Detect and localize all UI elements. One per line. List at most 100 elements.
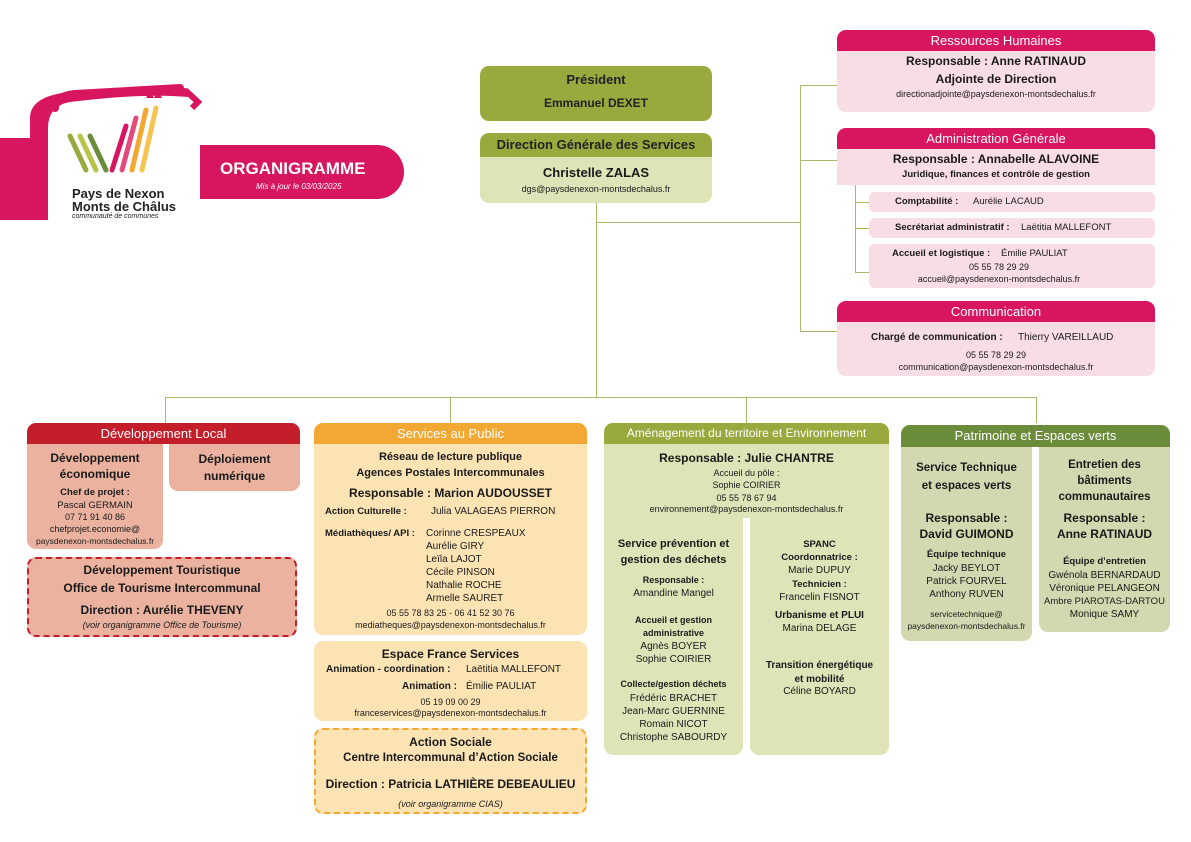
patri-header: Patrimoine et Espaces verts — [901, 425, 1170, 447]
president-box: Président Emmanuel DEXET — [480, 66, 712, 121]
as-line2: Centre Intercommunal d’Action Sociale — [343, 752, 558, 764]
dev-eco-role: Chef de projet : — [60, 487, 130, 498]
amenag-responsable: Responsable : Julie CHANTRE — [659, 451, 834, 465]
spanc-box: SPANC Coordonnatrice : Marie DUPUY Techn… — [750, 518, 889, 755]
patri-st-title-line2: et espaces verts — [921, 480, 1012, 492]
admin-secr-label: Secrétariat administratif : — [895, 222, 1010, 233]
dev-eco-box: Développement économique Chef de projet … — [27, 444, 163, 549]
as-box: Action Sociale Centre Intercommunal d’Ac… — [314, 728, 587, 814]
dgs-name: Christelle ZALAS — [542, 165, 650, 180]
amenag-email: environnement@paysdenexon-montsdechalus.… — [649, 504, 844, 514]
patri-st-resp: Responsable : David GUIMOND — [901, 510, 1032, 542]
transition-title: Transition énergétique et mobilité — [750, 659, 889, 687]
patri-st-resp-label: Responsable : — [925, 511, 1008, 525]
rh-box: Ressources Humaines Responsable : Anne R… — [837, 30, 1155, 112]
admin-accueil-phone: 05 55 78 29 29 — [968, 262, 1030, 272]
connector — [800, 160, 838, 161]
patri-st-email-line1: servicetechnique@ — [930, 609, 1003, 619]
transition-line2: et mobilité — [794, 674, 845, 685]
efs-phone: 05 19 09 00 29 — [420, 697, 481, 707]
dechets-title: Service prévention et gestion des déchet… — [604, 536, 743, 568]
public-ac-label: Action Culturelle : — [325, 506, 407, 517]
comm-name: Thierry VAREILLAUD — [1018, 332, 1114, 343]
dechets-acc-line2: administrative — [642, 628, 705, 638]
list-item: Corinne CRESPEAUX — [426, 528, 526, 539]
connector — [596, 202, 597, 398]
dev-eco-email2: paysdenexon-montsdechalus.fr — [35, 536, 155, 546]
dev-num-title-line1: Déploiement — [198, 452, 271, 466]
patri-st-box: Service Technique et espaces verts Respo… — [901, 447, 1032, 641]
list-item: Monique SAMY — [1069, 609, 1140, 620]
patri-st-email-line2: paysdenexon-montsdechalus.fr — [907, 621, 1026, 631]
connector — [800, 331, 838, 332]
president-name: Emmanuel DEXET — [543, 96, 649, 110]
list-item: Ambre PIAROTAS-DARTOU — [1044, 596, 1165, 607]
dev-num-title-line2: numérique — [203, 469, 266, 483]
dev-eco-phone: 07 71 91 40 86 — [64, 512, 126, 522]
list-item: Aurélie GIRY — [426, 541, 485, 552]
transition-line1: Transition énergétique — [765, 660, 874, 671]
dechets-title-line1: Service prévention et — [617, 538, 730, 550]
dev-tour-note: (voir organigramme Office de Tourisme) — [82, 620, 242, 630]
patri-st-title-line1: Service Technique — [916, 462, 1017, 474]
dev-eco-title: Développement économique — [27, 450, 163, 482]
public-med-label: Médiathèques/ API : — [325, 528, 415, 539]
amenag-accueil-label: Accueil du pôle : — [713, 468, 780, 478]
dgs-email: dgs@paysdenexon-montsdechalus.fr — [521, 184, 671, 194]
dechets-coll-title: Collecte/gestion déchets — [620, 679, 727, 689]
dev-eco-email1: chefprojet.economie@ — [49, 524, 141, 534]
list-item: Armelle SAURET — [426, 593, 504, 604]
admin-responsable: Responsable : Annabelle ALAVOINE — [892, 152, 1100, 166]
patri-eb-box: Entretien des bâtiments communautaires R… — [1039, 447, 1170, 632]
patri-eb-list: Gwénola BERNARDAUD Véronique PELANGEON A… — [1039, 569, 1170, 621]
admin-accueil-box: Accueil et logistique : Émilie PAULIAT 0… — [869, 244, 1155, 288]
amenag-box: Aménagement du territoire et Environneme… — [604, 423, 889, 518]
efs-anim-name: Émilie PAULIAT — [466, 681, 537, 692]
patri-eb-title-line2: bâtiments — [1077, 475, 1132, 487]
dev-tour-line2: Office de Tourisme Intercommunal — [63, 581, 261, 595]
list-item: Romain NICOT — [639, 719, 708, 730]
transition-name: Céline BOYARD — [783, 686, 856, 697]
admin-title: Administration Générale — [837, 128, 1155, 149]
public-responsable: Responsable : Marion AUDOUSSET — [349, 486, 552, 500]
patri-eb-team: Équipe d’entretien — [1063, 556, 1146, 567]
spanc-coord-label: Coordonnatrice : — [781, 552, 858, 563]
logo: Pays de Nexon Monts de Châlus communauté… — [0, 78, 215, 228]
spanc-tech-label: Technicien : — [792, 579, 847, 590]
dechets-resp-label: Responsable : — [642, 575, 705, 585]
efs-coord-name: Laëtitia MALLEFONT — [466, 664, 562, 675]
dev-num-box: Déploiement numérique — [169, 444, 300, 491]
admin-compta-name: Aurélie LACAUD — [973, 196, 1044, 207]
efs-box: Espace France Services Animation - coord… — [314, 641, 587, 721]
comm-email: communication@paysdenexon-montsdechalus.… — [898, 362, 1094, 372]
dechets-acc-title: Accueil et gestion administrative — [604, 614, 743, 640]
spanc-coord-name: Marie DUPUY — [788, 565, 851, 576]
dechets-acc-line1: Accueil et gestion — [634, 615, 713, 625]
list-item: Patrick FOURVEL — [926, 576, 1007, 587]
dev-tour-line1: Développement Touristique — [83, 563, 241, 577]
list-item: Agnès BOYER — [640, 641, 707, 652]
logo-name-line1: Pays de Nexon — [72, 186, 165, 201]
admin-box: Administration Générale Responsable : An… — [837, 128, 1155, 185]
patri-st-team: Équipe technique — [926, 549, 1007, 560]
dev-header: Développement Local — [27, 423, 300, 444]
list-item: Gwénola BERNARDAUD — [1048, 570, 1161, 581]
list-item: Sophie COIRIER — [635, 654, 712, 665]
list-item: Nathalie ROCHE — [426, 580, 502, 591]
dechets-resp-name: Amandine Mangel — [633, 588, 714, 599]
logo-mark-icon — [0, 84, 203, 220]
logo-name-line2: Monts de Châlus — [72, 199, 177, 214]
comm-phone: 05 55 78 29 29 — [965, 350, 1027, 360]
connector — [746, 397, 747, 423]
rh-email: directionadjointe@paysdenexon-montsdecha… — [896, 89, 1096, 99]
admin-accueil-email: accueil@paysdenexon-montsdechalus.fr — [917, 274, 1081, 284]
list-item: Frédéric BRACHET — [629, 693, 718, 704]
public-ac-name: Julia VALAGEAS PIERRON — [431, 506, 556, 517]
patri-st-resp-name: David GUIMOND — [919, 527, 1014, 541]
admin-secr-name: Laëtitia MALLEFONT — [1021, 222, 1112, 233]
patri-eb-title: Entretien des bâtiments communautaires — [1039, 457, 1170, 505]
public-box: Services au Public Réseau de lecture pub… — [314, 423, 587, 635]
admin-secr-box: Secrétariat administratif : Laëtitia MAL… — [869, 218, 1155, 238]
patri-st-title: Service Technique et espaces verts — [901, 459, 1032, 495]
connector — [800, 85, 838, 86]
